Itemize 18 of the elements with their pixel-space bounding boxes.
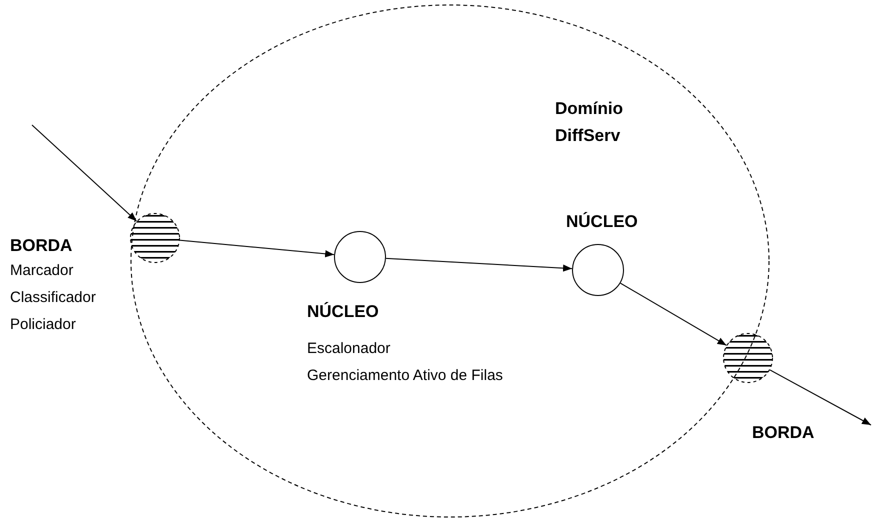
arrow xyxy=(385,258,573,272)
arrow xyxy=(769,369,872,426)
arrow xyxy=(32,124,138,222)
arrow xyxy=(620,282,727,346)
core-router-circle xyxy=(572,244,624,296)
node-caption: Policiador xyxy=(10,315,77,335)
core-router-circle xyxy=(334,231,386,283)
node-heading: NÚCLEO xyxy=(566,211,639,233)
arrow xyxy=(179,240,335,258)
node-heading: BORDA xyxy=(752,422,816,444)
node-caption: Marcador xyxy=(10,261,74,281)
node-heading: NÚCLEO xyxy=(307,301,380,323)
node-caption: Escalonador xyxy=(307,339,392,359)
edge-router-circle xyxy=(723,333,773,383)
node-heading: BORDA xyxy=(10,235,74,257)
node-heading: Domínio DiffServ xyxy=(555,98,624,147)
node-caption: Classificador xyxy=(10,288,97,308)
node-caption: Gerenciamento Ativo de Filas xyxy=(307,366,504,386)
